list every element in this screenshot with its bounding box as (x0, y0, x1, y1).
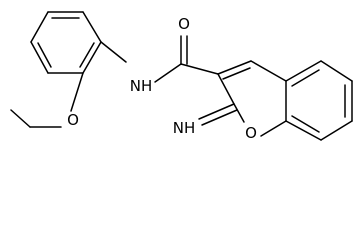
pyran-ring (217, 60, 287, 137)
chemical-structure-diagram: O NH O O NH (10, 11, 353, 142)
structure-canvas: O NH O O NH (10, 11, 353, 142)
ether-oxygen-label: O (67, 111, 79, 129)
ring-oxygen-label: O (245, 124, 257, 142)
benzo-ring (285, 60, 353, 141)
amide-linkage (100, 35, 219, 83)
ethoxy-group (10, 72, 84, 128)
carbonyl-oxygen-label: O (178, 15, 190, 33)
imine-nh-label: NH (173, 119, 196, 137)
imine-group (198, 103, 238, 126)
amide-nh-label: NH (130, 77, 153, 95)
phenyl-ring (30, 11, 102, 74)
